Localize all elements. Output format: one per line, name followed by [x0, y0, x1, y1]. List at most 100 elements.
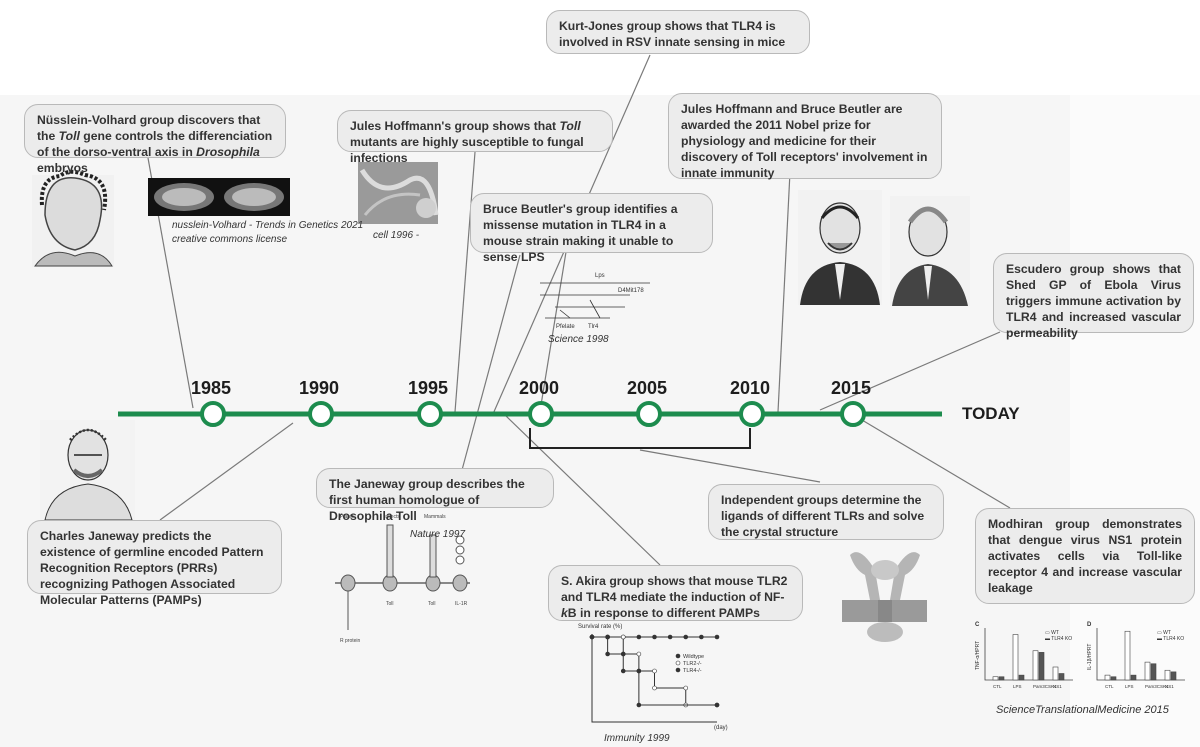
- modhiran-text: Modhiran group demonstrates that dengue …: [988, 517, 1182, 595]
- survival-point: [714, 702, 720, 708]
- survival-point: [589, 634, 595, 640]
- stm-bar: [1124, 630, 1131, 681]
- hoffmann-portrait: [798, 190, 882, 305]
- hoffmann-text: Jules Hoffmann's group shows that: [350, 119, 560, 133]
- survival-legend-label: TLR4-/-: [683, 668, 702, 674]
- year-label-1990: 1990: [299, 378, 340, 398]
- caption-cell: cell 1996 -: [373, 230, 420, 241]
- caption-immunity99: Immunity 1999: [604, 733, 670, 744]
- connector-janeway-homolog: [461, 254, 521, 471]
- akira-text: S. Akira group shows that mouse TLR2 and…: [561, 574, 788, 604]
- survival-point: [636, 651, 642, 657]
- nusslein-text-2: gene controls the differenciation of the…: [37, 129, 273, 159]
- ligands-text: Independent groups determine the ligands…: [721, 493, 925, 539]
- janeway-homolog-text: The Janeway group describes the first hu…: [329, 477, 525, 523]
- stm-x-label: Pam3CSK4: [1145, 684, 1169, 689]
- hoffmann-em: Toll: [559, 119, 581, 133]
- stm-x-label: NS1: [1053, 684, 1062, 689]
- stm-bar: [1012, 634, 1019, 681]
- connector-escudero: [819, 331, 1001, 411]
- stm-bar: [992, 676, 999, 681]
- stm-panel-letter: C: [975, 622, 980, 628]
- survival-legend-marker: [675, 667, 681, 673]
- stm-x-label: LPS: [1125, 684, 1134, 689]
- survival-point: [636, 634, 642, 640]
- stm-bar: [1052, 666, 1059, 681]
- event-beutler-1998: Bruce Beutler's group identifies a misse…: [470, 193, 713, 264]
- beutler-text: Bruce Beutler's group identifies a misse…: [483, 202, 678, 264]
- caption-science98: Science 1998: [548, 334, 609, 345]
- survival-point: [620, 668, 626, 674]
- bracket-2000-2010: [529, 428, 751, 449]
- event-hoffmann-1996: Jules Hoffmann's group shows that Toll m…: [337, 110, 613, 165]
- nusslein-em-2: Drosophila: [196, 145, 260, 159]
- caption-stm2015: ScienceTranslationalMedicine 2015: [996, 704, 1169, 716]
- tlr4-gene-label: Tlr4: [588, 324, 599, 330]
- stm-bar: [1110, 676, 1117, 681]
- caption-trends: nusslein-Volhard - Trends in Genetics 20…: [172, 220, 364, 231]
- year-label-2010: 2010: [730, 378, 771, 398]
- timeline-node-1995: [417, 401, 443, 427]
- embryo-images: [148, 178, 290, 216]
- drawing-label: Plants: [340, 514, 354, 520]
- survival-legend-label: TLR2-/-: [683, 661, 702, 667]
- stm-bar: [1164, 669, 1171, 681]
- drawing-label: R protein: [340, 638, 361, 644]
- crystal-structure-image: [842, 552, 927, 642]
- survival-point: [652, 634, 657, 640]
- stm-bar: [1170, 671, 1177, 681]
- connector-lines: [147, 54, 1011, 566]
- stm-bar: [1130, 674, 1137, 681]
- event-escudero: Escudero group shows that Shed GP of Ebo…: [993, 253, 1194, 340]
- year-label-1995: 1995: [408, 378, 449, 398]
- receptor-drawing: [335, 524, 470, 630]
- lps-locus-label: Lps: [595, 273, 605, 279]
- connector-modhiran: [861, 419, 1011, 509]
- year-label-2015: 2015: [831, 378, 872, 398]
- janeway-portrait: [40, 420, 135, 521]
- nusslein-em: Toll: [58, 129, 80, 143]
- nusslein-portrait: [32, 169, 114, 267]
- backdrop-panel-right: [1070, 95, 1200, 747]
- timeline-node-1990: [308, 401, 334, 427]
- event-kurt-jones: Kurt-Jones group shows that TLR4 is invo…: [546, 10, 810, 54]
- caption-nature97: Nature 1997: [410, 529, 466, 540]
- stm-x-label: CTL: [1105, 684, 1114, 689]
- survival-legend-marker: [675, 653, 681, 659]
- survival-point: [683, 634, 689, 640]
- stm-panel-ylabel: TNF-α/HPRT: [975, 641, 981, 670]
- timeline-node-2005: [636, 401, 662, 427]
- event-akira-1999: S. Akira group shows that mouse TLR2 and…: [548, 565, 803, 621]
- timeline-node-2015: [840, 401, 866, 427]
- escudero-text: Escudero group shows that Shed GP of Ebo…: [1006, 262, 1181, 340]
- stm-bar: [1104, 674, 1111, 681]
- stm-legend-ko: ▬ TLR4 KO: [1157, 636, 1184, 642]
- kurt-jones-text: Kurt-Jones group shows that TLR4 is invo…: [559, 19, 786, 49]
- survival-point: [699, 634, 704, 640]
- drawing-label: Toll: [428, 601, 436, 607]
- survival-point: [605, 651, 610, 657]
- nobel-text: Jules Hoffmann and Bruce Beutler are awa…: [681, 102, 928, 180]
- caption-license: creative commons license: [172, 234, 288, 245]
- drawing-labels: PlantsInsectsMammalsTollTollIL-1RR prote…: [340, 514, 468, 644]
- timeline-node-1985: [200, 401, 226, 427]
- event-ligands: Independent groups determine the ligands…: [708, 484, 944, 540]
- drawing-label: Insects: [384, 514, 400, 520]
- stm-bar: [1038, 652, 1045, 681]
- nusslein-text: Nüsslein-Volhard group discovers that th…: [37, 113, 261, 143]
- connector-beutler: [540, 251, 567, 406]
- stm-panel-letter: D: [1087, 622, 1092, 628]
- stm-x-label: Pam3CSK4: [1033, 684, 1057, 689]
- stm-bar: [1058, 673, 1065, 681]
- event-modhiran-2015: Modhiran group demonstrates that dengue …: [975, 508, 1195, 604]
- survival-point: [636, 668, 642, 674]
- stm-bar: [1144, 661, 1151, 681]
- timeline-node-2010: [739, 401, 765, 427]
- event-janeway-predict-1989: Charles Janeway predicts the existence o…: [27, 520, 282, 607]
- drawing-label: Toll: [386, 601, 394, 607]
- event-nobel-2011: Jules Hoffmann and Bruce Beutler are awa…: [668, 93, 942, 180]
- akira-em: k: [561, 606, 568, 620]
